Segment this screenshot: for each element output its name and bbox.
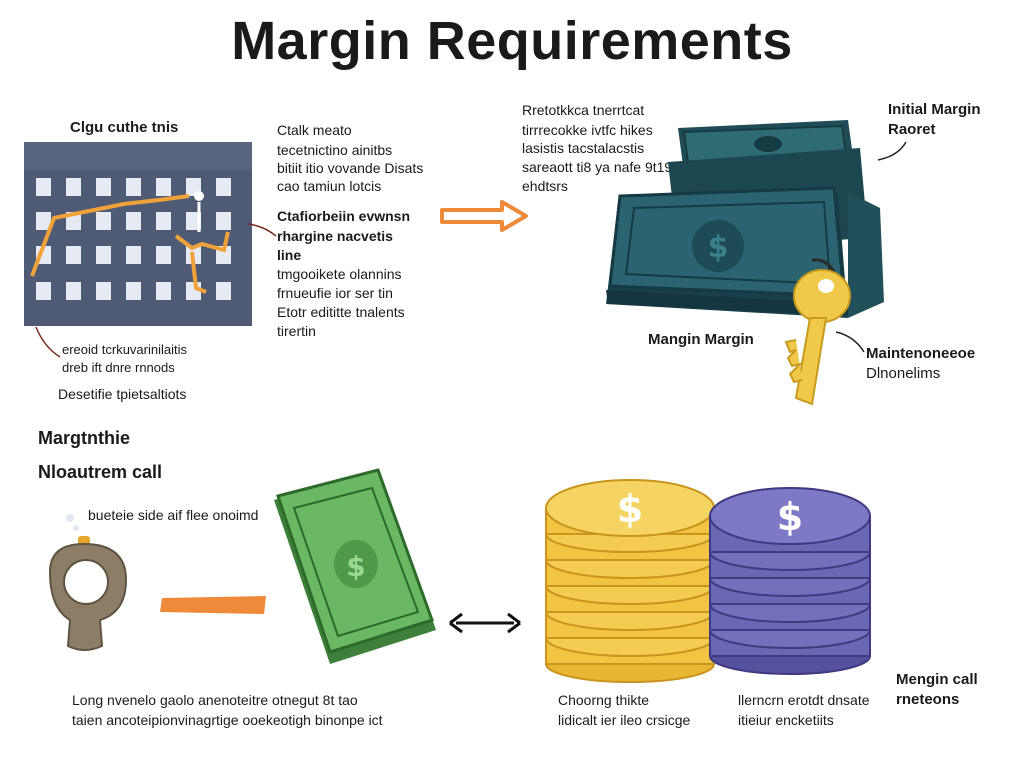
money-stack-label: Mangin Margin: [648, 331, 754, 348]
calendar-note-2: dreb ift dnre rnnods: [62, 360, 175, 375]
money-stack-icon: $: [606, 120, 884, 318]
margin-call-heading: Nloautrem call: [38, 462, 163, 482]
svg-text:$: $: [708, 230, 729, 265]
initial-margin-sub: Raoret: [888, 121, 936, 138]
maintenance-sub: Dlnonelims: [866, 365, 941, 382]
key-icon: [784, 258, 851, 406]
maintenance-pointer: [835, 331, 865, 353]
margin-call-sub: rneteons: [896, 691, 960, 708]
mid-text-5: tmgooikete olannins: [277, 266, 402, 282]
calendar-pointer-line: [35, 326, 61, 358]
bottom-footer-1: Long nvenelo gaolo anenoteitre otnegut 8…: [72, 692, 358, 708]
mid-heading-3: line: [277, 247, 302, 263]
mid-text-4: cao tamiun lotcis: [277, 178, 382, 194]
svg-text:$: $: [777, 495, 803, 539]
page-title: Margin Requirements: [231, 11, 793, 71]
initial-margin-label: Initial Margin: [888, 101, 981, 118]
double-arrow-icon: [449, 612, 521, 634]
svg-text:$: $: [346, 550, 365, 583]
orange-bar-icon: [160, 596, 266, 614]
calendar-footer: Desetifie tpietsaltiots: [58, 386, 187, 402]
mid-text-2: tecetnictino ainitbs: [277, 142, 393, 158]
arrow-right-icon: [440, 200, 528, 232]
maintenance-label: Maintenoneeoe: [866, 345, 976, 362]
mid-text-8: tirertin: [277, 323, 316, 339]
mid-text-3: bitiit itio vovande Disats: [277, 160, 424, 176]
tr-text-1: Rretotkkca tnerrtcat: [522, 102, 645, 118]
svg-text:$: $: [617, 487, 643, 531]
gold-caption-1: Choorng thikte: [558, 692, 650, 708]
calendar-chart-icon: [24, 142, 252, 326]
gold-coins-icon: $: [545, 479, 715, 683]
mid-text-1: Ctalk meato: [277, 122, 352, 138]
tr-text-3: lasistis tacstalacstis: [522, 140, 645, 156]
bottom-footer-2: taien ancoteipionvinagrtige ooekeotigh b…: [72, 712, 383, 728]
bill-icon: $: [274, 468, 436, 664]
blue-caption-2: itieiur encketiits: [738, 712, 834, 728]
mid-heading-1: Ctafiorbeiin evwnsn: [277, 208, 411, 224]
initial-margin-pointer: [877, 141, 907, 161]
tr-text-2: tirrrecokke ivtfc hikes: [522, 122, 653, 138]
margin-heading: Margtnthie: [38, 428, 130, 448]
tr-text-5: ehdtsrs: [522, 178, 568, 194]
mid-text-7: Etotr edititte tnalents: [277, 304, 405, 320]
margin-call-label: Mengin call: [896, 671, 978, 688]
blue-coins-icon: $: [709, 487, 871, 675]
gold-caption-2: lidicalt ier ileo crsicge: [558, 712, 691, 728]
tr-text-4: sareaott ti8 ya nafe 9t193: [522, 159, 680, 175]
calendar-caption: Clgu cuthe tnis: [70, 119, 179, 136]
blue-caption-1: llerncrn erotdt dnsate: [738, 692, 870, 708]
faucet-icon: [48, 514, 128, 651]
mid-text-6: frnueufie ior ser tin: [277, 285, 393, 301]
calendar-side-pointer: [247, 223, 277, 237]
faucet-note: bueteie side aif flee onoimd: [88, 507, 259, 523]
calendar-note-1: ereoid tcrkuvarinilaitis: [62, 342, 187, 357]
mid-heading-2: rhargine nacvetis: [277, 228, 393, 244]
